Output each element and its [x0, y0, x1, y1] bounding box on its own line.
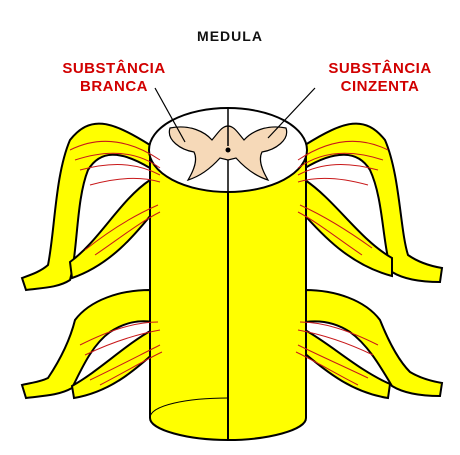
- grey-matter-label: SUBSTÂNCIA CINZENTA: [312, 60, 448, 96]
- white-matter-label: SUBSTÂNCIA BRANCA: [48, 60, 180, 96]
- right-lower-nerve: [303, 290, 442, 398]
- left-upper-nerve: [22, 124, 155, 290]
- grey-matter-label-line-2: CINZENTA: [312, 78, 448, 96]
- diagram-title: MEDULA: [0, 28, 460, 44]
- left-lower-nerve: [22, 290, 155, 398]
- white-matter-label-line-1: SUBSTÂNCIA: [48, 60, 180, 78]
- grey-matter-label-line-1: SUBSTÂNCIA: [312, 60, 448, 78]
- spinal-cord-body: [150, 150, 306, 440]
- white-matter-label-line-2: BRANCA: [48, 78, 180, 96]
